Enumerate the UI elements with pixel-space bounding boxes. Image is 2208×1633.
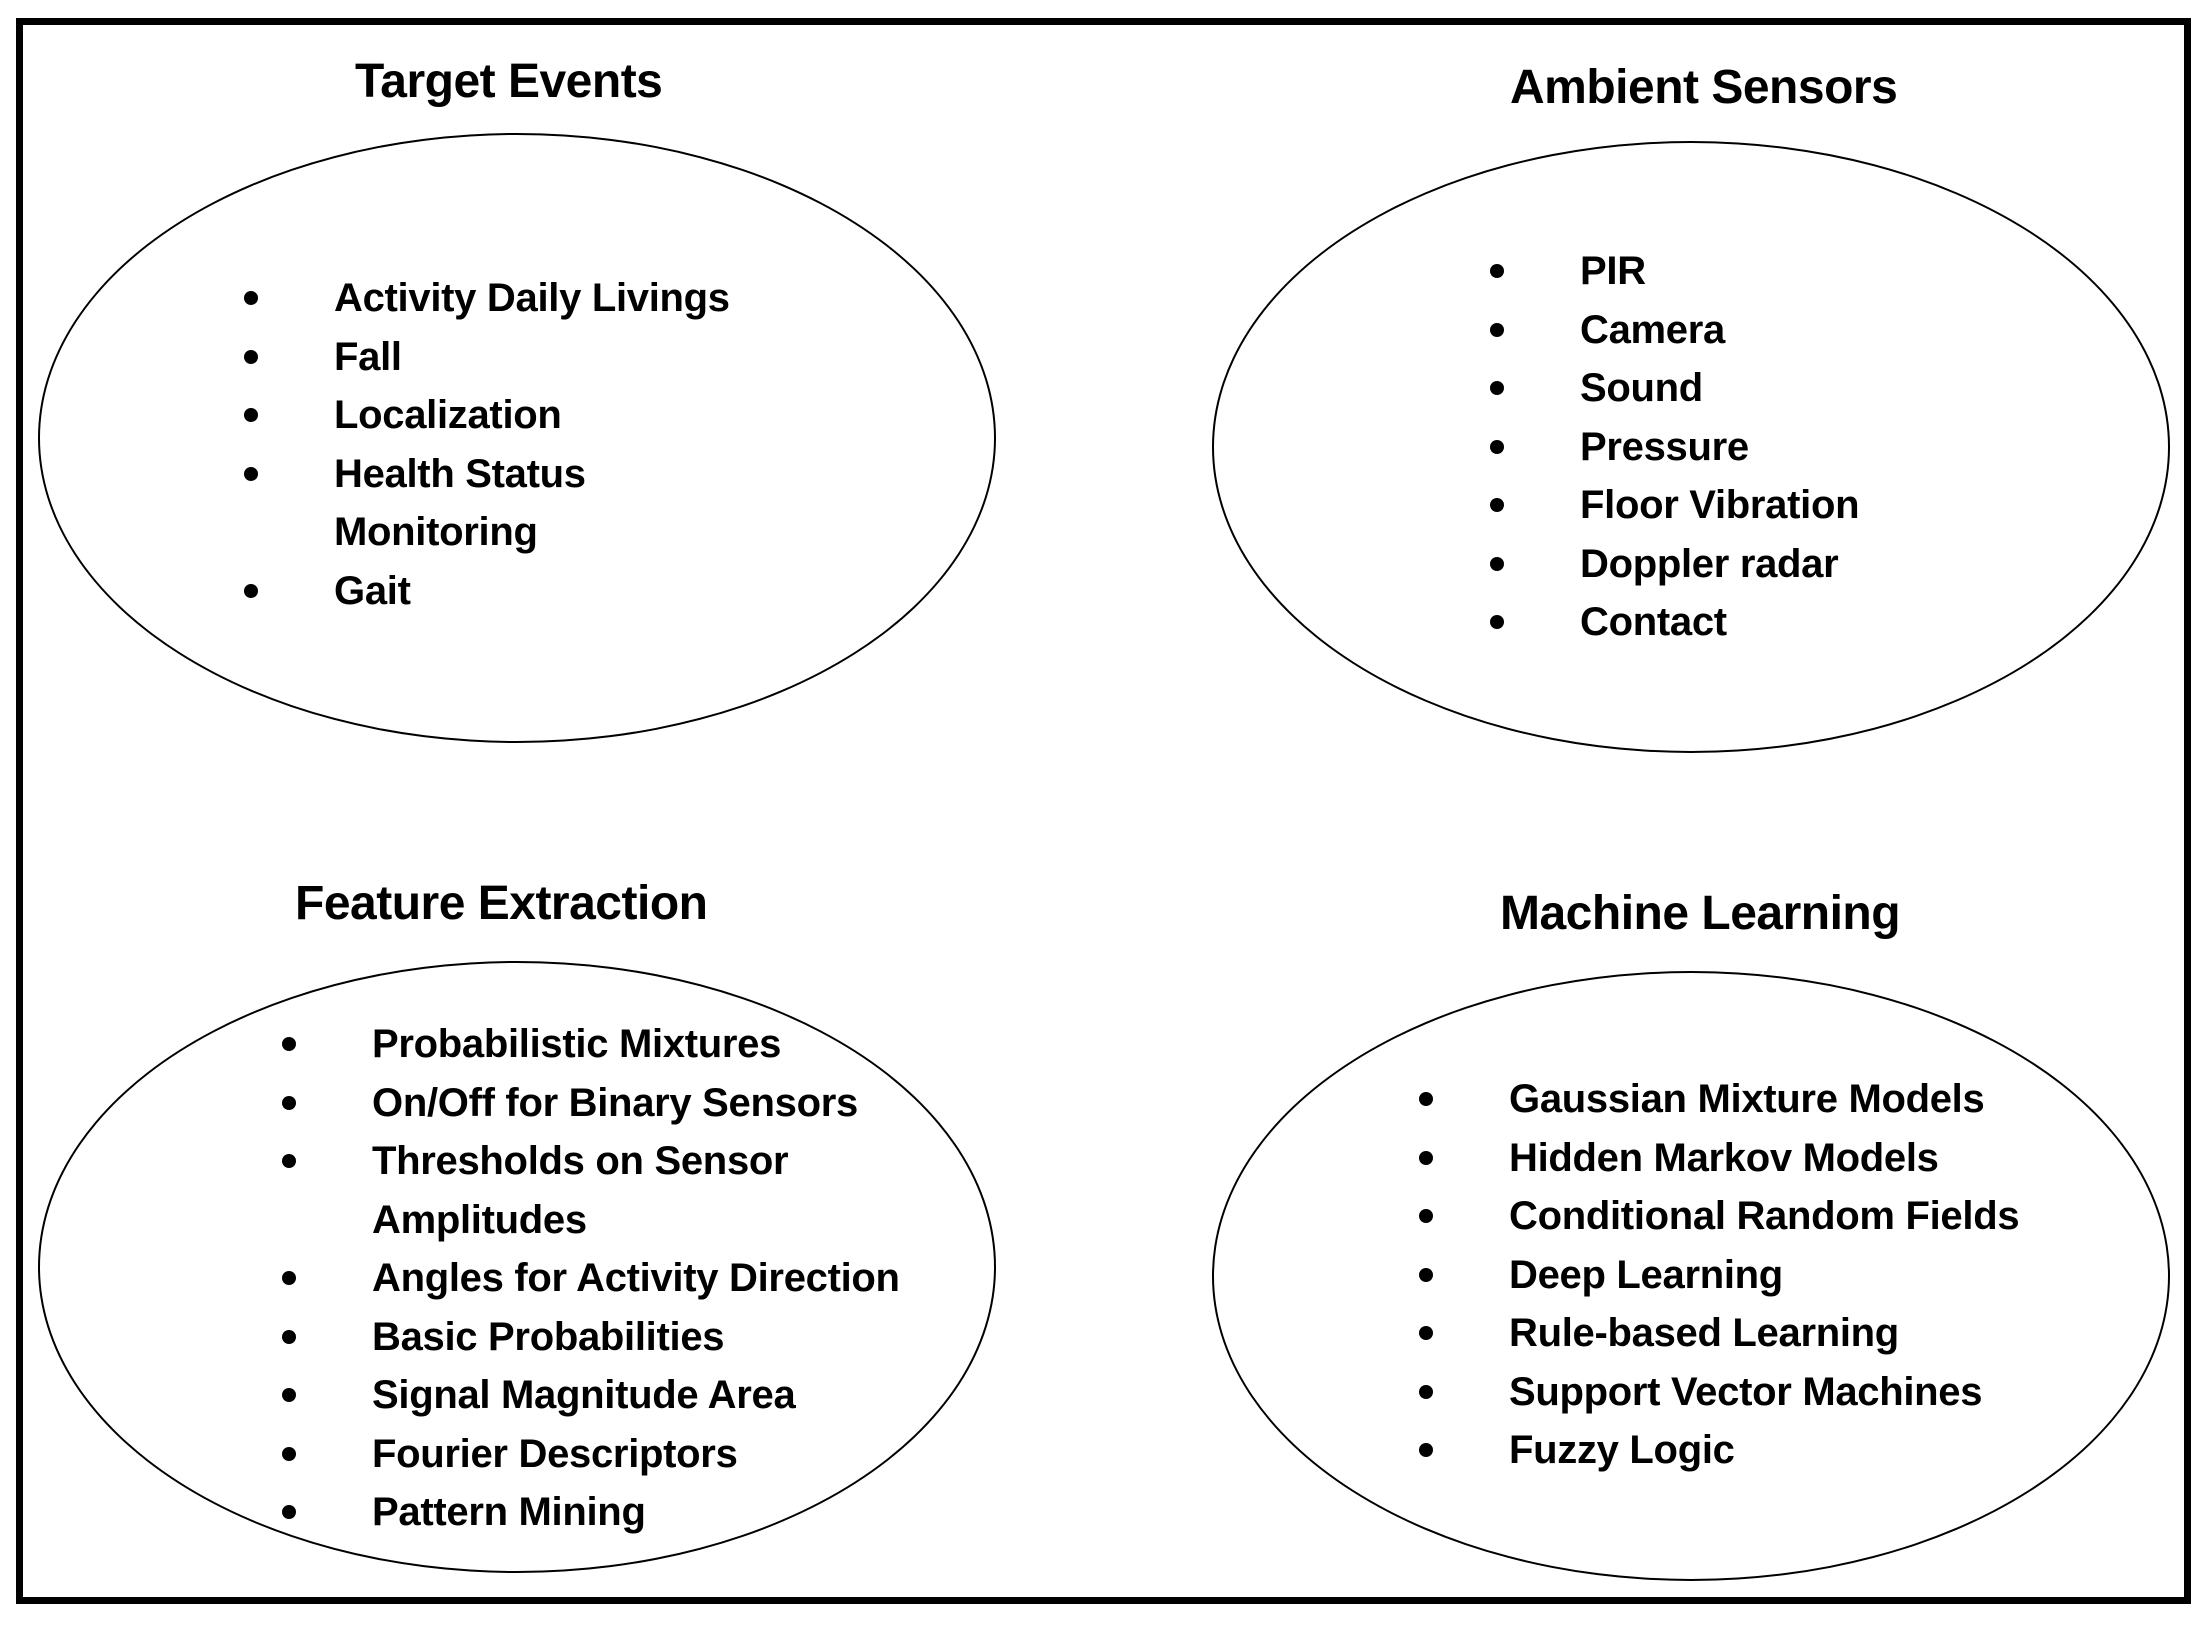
list-item: Sound (1490, 359, 1859, 418)
list-item-label: Activity Daily Livings (334, 276, 730, 320)
list-item-label: Gait (334, 568, 411, 613)
diagram-frame (16, 18, 2191, 1604)
list-item: Basic Probabilities (282, 1308, 900, 1367)
bullet-icon (282, 1446, 296, 1461)
bullet-icon (282, 1329, 296, 1344)
list-item: Hidden Markov Models (1419, 1129, 2019, 1188)
target-events-title: Target Events (355, 55, 663, 108)
list-item-label: Gaussian Mixture Models (1509, 1077, 1985, 1121)
bullet-icon (1490, 615, 1504, 629)
target-events-ellipse (38, 133, 996, 743)
bullet-icon (282, 1037, 296, 1051)
bullet-icon (1490, 264, 1504, 278)
list-item-label: PIR (1580, 249, 1646, 293)
list-item-label: Fourier Descriptors (372, 1431, 738, 1476)
list-item: Health Status (244, 445, 730, 504)
list-item-label: Probabilistic Mixtures (372, 1022, 782, 1066)
list-item: Conditional Random Fields (1419, 1187, 2020, 1246)
bullet-icon (1490, 381, 1504, 395)
list-item-label: Health Status (334, 451, 586, 496)
bullet-icon (1419, 1267, 1433, 1282)
list-item: Fall (244, 328, 730, 387)
machine-learning-ellipse (1212, 971, 2170, 1581)
list-item-label: Hidden Markov Models (1509, 1135, 1939, 1180)
bullet-icon (282, 1505, 296, 1519)
list-item-label: Fall (334, 334, 402, 379)
list-item-label: Doppler radar (1580, 541, 1839, 586)
bullet-icon (282, 1388, 296, 1402)
list-item: Camera (1490, 301, 1859, 360)
list-item: Gaussian Mixture Models (1419, 1070, 2019, 1129)
list-item-label: Pressure (1580, 424, 1749, 469)
list-item-label: Rule-based Learning (1509, 1311, 1899, 1355)
list-item-label: Camera (1580, 307, 1725, 352)
bullet-icon (1419, 1384, 1433, 1399)
list-item-label: Thresholds on Sensor (372, 1139, 789, 1183)
bullet-icon (1419, 1092, 1433, 1106)
bullet-icon (1419, 1443, 1433, 1457)
bullet-icon (1490, 498, 1504, 512)
bullet-icon (1419, 1326, 1433, 1340)
machine-learning-title: Machine Learning (1500, 887, 1901, 940)
list-item-label: Deep Learning (1509, 1252, 1783, 1297)
list-item: Localization (244, 386, 730, 445)
bullet-icon (1490, 439, 1504, 454)
list-item: PIR (1490, 242, 1859, 301)
list-item-label: Conditional Random Fields (1509, 1194, 2020, 1238)
bullet-icon (282, 1154, 296, 1168)
bullet-icon (244, 466, 258, 481)
bullet-icon (244, 349, 258, 364)
list-item-label: Pattern Mining (372, 1490, 646, 1534)
list-item: Angles for Activity Direction (282, 1249, 900, 1308)
bullet-icon (244, 408, 258, 422)
list-item: Contact (1490, 593, 1859, 652)
list-item: Probabilistic Mixtures (282, 1015, 900, 1074)
list-item-label: Angles for Activity Direction (372, 1256, 900, 1300)
bullet-icon (244, 583, 258, 598)
bullet-icon (282, 1271, 296, 1285)
bullet-icon (1419, 1150, 1433, 1165)
bullet-icon (1490, 556, 1504, 571)
list-item: On/Off for Binary Sensors (282, 1074, 900, 1133)
list-item: Rule-based Learning (1419, 1304, 2019, 1363)
feature-extraction-ellipse (38, 961, 996, 1573)
bullet-icon (282, 1095, 296, 1110)
list-item: Deep Learning (1419, 1246, 2019, 1305)
list-item: Thresholds on Sensor (282, 1132, 900, 1191)
list-item: Pressure (1490, 418, 1859, 477)
ambient-sensors-title: Ambient Sensors (1510, 61, 1898, 114)
bullet-icon (1419, 1209, 1433, 1223)
list-item: Fuzzy Logic (1419, 1421, 2019, 1480)
list-item-label: Contact (1580, 600, 1727, 644)
list-item-label: Amplitudes (372, 1197, 587, 1242)
list-item: Fourier Descriptors (282, 1425, 900, 1484)
list-item: Pattern Mining (282, 1483, 900, 1542)
list-item: Signal Magnitude Area (282, 1366, 900, 1425)
list-item: Doppler radar (1490, 535, 1859, 594)
list-item: Activity Daily Livings (244, 269, 730, 328)
list-item-label: Signal Magnitude Area (372, 1373, 796, 1417)
list-item: Support Vector Machines (1419, 1363, 2019, 1422)
list-item-label: Fuzzy Logic (1509, 1428, 1735, 1472)
bullet-icon (1490, 322, 1504, 337)
list-item-label: On/Off for Binary Sensors (372, 1080, 858, 1125)
list-item: Gait (244, 562, 730, 621)
list-item: Monitoring (244, 503, 730, 562)
list-item-label: Floor Vibration (1580, 483, 1860, 527)
list-item-label: Localization (334, 393, 562, 437)
bullet-icon (244, 291, 258, 305)
list-item-label: Monitoring (334, 510, 538, 554)
feature-extraction-title: Feature Extraction (295, 877, 708, 930)
list-item-label: Sound (1580, 366, 1703, 410)
list-item-label: Support Vector Machines (1509, 1369, 1983, 1414)
list-item: Floor Vibration (1490, 476, 1860, 535)
ambient-sensors-ellipse (1212, 141, 2170, 753)
list-item: Amplitudes (282, 1191, 900, 1250)
list-item-label: Basic Probabilities (372, 1314, 725, 1359)
